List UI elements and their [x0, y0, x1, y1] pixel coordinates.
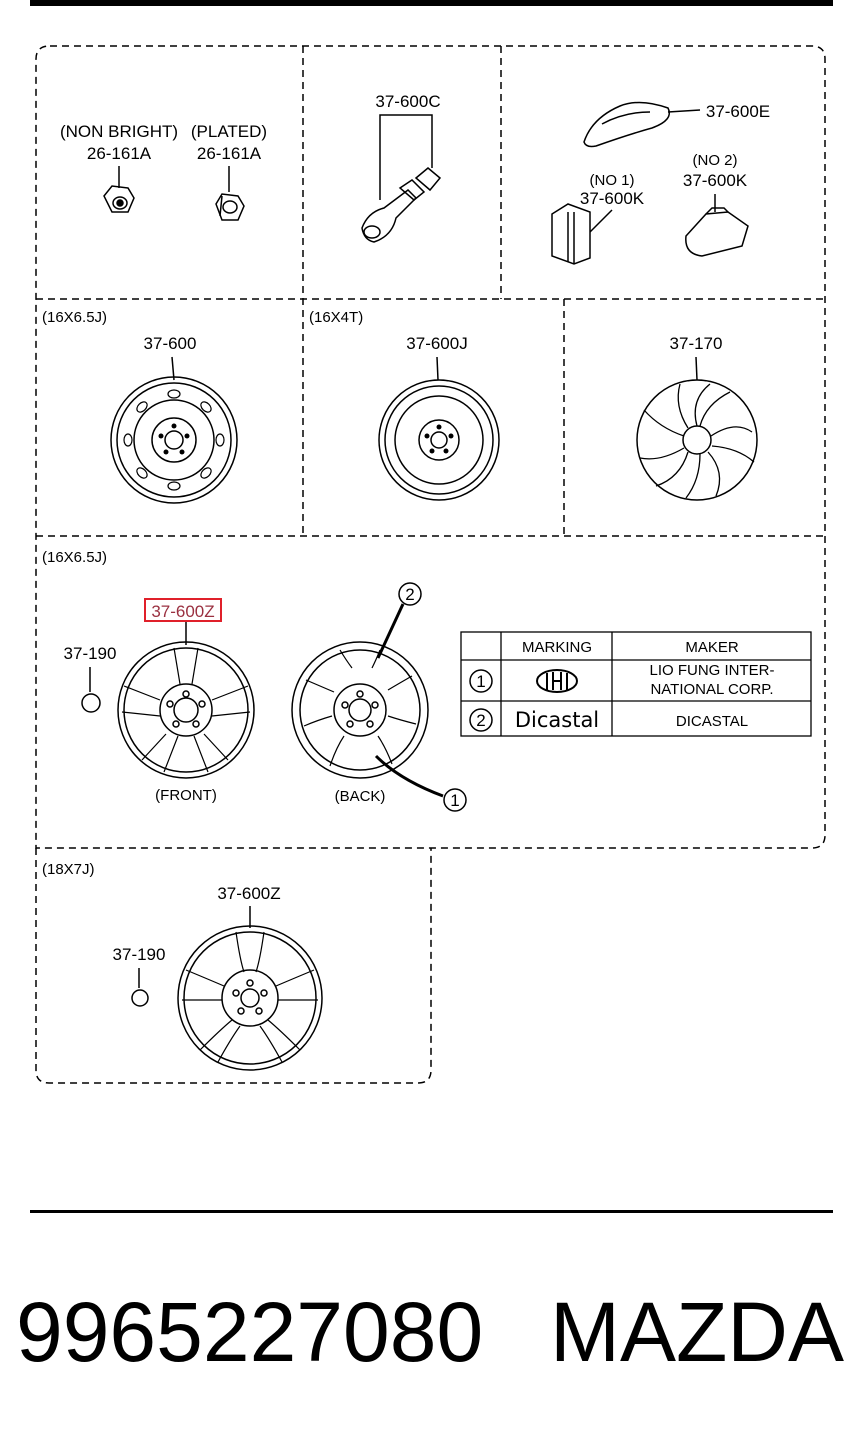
alloy16-size: (16X6.5J) [42, 549, 107, 566]
alloy16-front-icon [117, 641, 255, 779]
sensor-top-part: 37-600E [706, 102, 770, 121]
top-rule [30, 0, 833, 6]
steel-wheel-part: 37-600 [144, 334, 197, 353]
valve-stem-icon [361, 167, 442, 243]
nut-left-part: 26-161A [87, 144, 152, 163]
maker-table: MARKING MAKER 1 LIO FUNG INTER- NATIONAL… [460, 631, 812, 737]
front-label: (FRONT) [155, 787, 217, 804]
alloy16-part-highlighted: 37-600Z [151, 602, 214, 621]
sensor-no1-icon [551, 203, 591, 265]
nuts-panel: (NON BRIGHT) 26-161A (PLATED) 26-161A [60, 122, 267, 221]
sensor-no2-icon [685, 207, 749, 257]
panel-outlines [35, 45, 826, 1084]
table-header-marking: MARKING [522, 639, 592, 656]
wheel-cover-panel: 37-170 [636, 334, 758, 501]
wheel-cover-part: 37-170 [670, 334, 723, 353]
nut-plated-icon [215, 193, 245, 221]
sensor-panel: 37-600E (NO 1) 37-600K (NO 2) 37-600K [551, 101, 770, 265]
center-cap-18-icon [131, 989, 149, 1007]
svg-text:2: 2 [405, 585, 414, 604]
svg-text:1: 1 [450, 791, 459, 810]
sensor-no2-part: 37-600K [683, 171, 748, 190]
alloy18-size: (18X7J) [42, 861, 95, 878]
nut-non-bright-icon [103, 185, 135, 213]
wheel-cover-icon [636, 379, 758, 501]
dicastal-marking: Dicastal [515, 708, 599, 732]
valve-part: 37-600C [375, 92, 440, 111]
bottom-rule [30, 1210, 833, 1213]
table-header-maker: MAKER [685, 639, 739, 656]
alloy-18-panel: (18X7J) 37-600Z 37-190 [42, 861, 323, 1071]
part-number: 9965227080 [16, 1285, 484, 1379]
steel-wheel-icon [110, 376, 238, 504]
alloy16-back-icon [291, 641, 429, 779]
alloy16-cap-part: 37-190 [64, 644, 117, 663]
nut-right-part: 26-161A [197, 144, 262, 163]
spare-wheel-size: (16X4T) [309, 309, 363, 326]
spare-wheel-icon [378, 379, 500, 501]
highlight-box [144, 598, 222, 622]
valve-panel: 37-600C [361, 92, 442, 243]
table-row1-maker-l1: LIO FUNG INTER- [649, 662, 774, 679]
center-cap-icon [81, 693, 101, 713]
sensor-no1-label: (NO 1) [590, 172, 635, 189]
spare-wheel-panel: (16X4T) 37-600J [309, 309, 500, 501]
wheel-parts-diagram: (NON BRIGHT) 26-161A (PLATED) 26-161A 37… [35, 45, 826, 1084]
alloy18-cap-part: 37-190 [113, 945, 166, 964]
table-row2-maker: DICASTAL [676, 713, 748, 730]
sensor-no2-label: (NO 2) [693, 152, 738, 169]
steel-wheel-panel: (16X6.5J) 37-600 [42, 309, 238, 504]
nut-left-type: (NON BRIGHT) [60, 122, 178, 141]
table-row1-maker-l2: NATIONAL CORP. [650, 681, 773, 698]
spare-wheel-part: 37-600J [406, 334, 467, 353]
sensor-clip-icon [583, 101, 670, 148]
alloy-16-panel: (16X6.5J) 37-600Z 37-190 (FRON [42, 549, 812, 812]
back-label: (BACK) [335, 788, 386, 805]
alloy18-part: 37-600Z [217, 884, 280, 903]
steel-wheel-size: (16X6.5J) [42, 309, 107, 326]
nut-right-type: (PLATED) [191, 122, 267, 141]
sensor-no1-part: 37-600K [580, 189, 645, 208]
table-row2-num: 2 [476, 711, 485, 730]
brand-name: MAZDA [550, 1285, 844, 1379]
callout-1: 1 [374, 754, 467, 812]
callout-2: 2 [376, 582, 422, 659]
table-row1-num: 1 [476, 672, 485, 691]
alloy18-wheel-icon [177, 925, 323, 1071]
lio-fung-logo-icon [536, 669, 578, 693]
